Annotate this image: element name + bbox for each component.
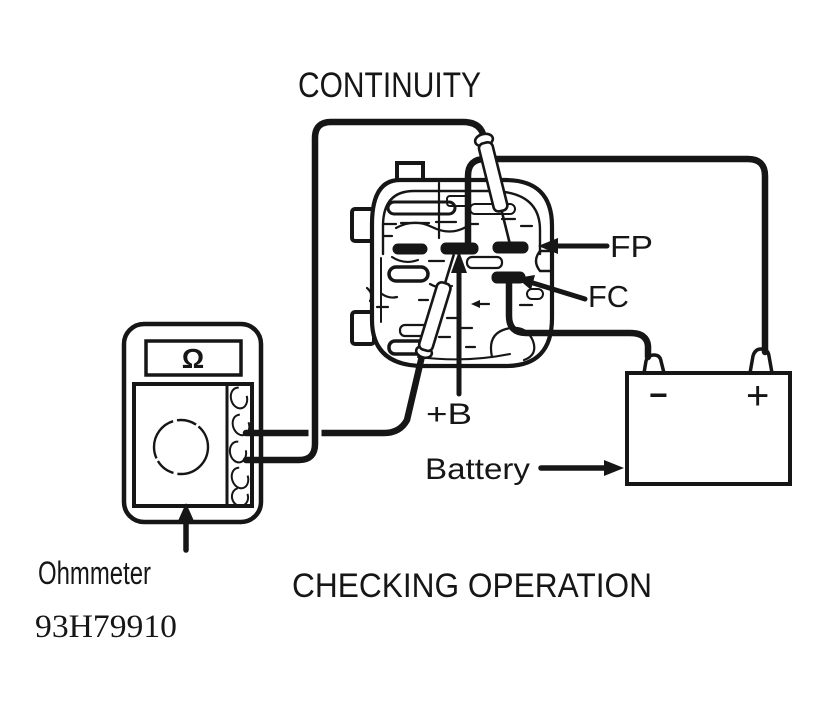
ohmmeter-label: Ohmmeter [38,555,151,591]
ohmmeter-drawing: Ω [121,321,264,525]
fp-arrow-head [538,238,558,254]
battery-case [625,371,792,486]
battery-positive-post [747,347,775,375]
terminal-plus-b [440,242,479,255]
fc-terminal-label: FC [588,279,629,314]
upper-test-probe [473,132,511,243]
plus-b-arrow-head [451,251,467,273]
figure-code: 93H79910 [35,609,177,645]
battery-drawing: − + [625,347,792,486]
ohmmeter-dial [152,418,210,476]
internal-arrow-head [471,300,480,308]
probe-tip [443,254,456,284]
battery-positive-wire [464,155,769,356]
ohmmeter-probe-wire [242,352,426,437]
fp-terminal-label: FP [610,229,653,264]
ohmmeter-arrow-head [178,503,194,521]
lower-test-probe [414,254,456,360]
continuity-label: CONTINUITY [298,66,481,105]
checking-operation-caption: CHECKING OPERATION [292,567,652,605]
wires [242,118,769,464]
ohmmeter-jacks [228,386,251,507]
battery-label: Battery [425,453,530,486]
ohmmeter-panel [132,382,254,508]
ohm-symbol: Ω [182,343,204,374]
battery-arrow-head [604,460,624,476]
terminal-fp [492,241,529,254]
test-probes [414,132,511,360]
terminal-slot [392,243,428,255]
connector-right-notch [534,249,554,273]
battery-positive-sign: + [746,374,769,418]
plus-b-terminal-label: +B [426,398,472,431]
battery-negative-wire-fc [505,276,652,361]
callout-arrows [178,238,624,553]
battery-negative-sign: − [649,377,668,413]
fc-arrow-head [517,275,535,290]
continuity-loop-wire [242,118,489,464]
probe-tip [500,210,511,243]
fc-arrow-line [530,280,588,302]
ohmmeter-display [144,339,243,377]
